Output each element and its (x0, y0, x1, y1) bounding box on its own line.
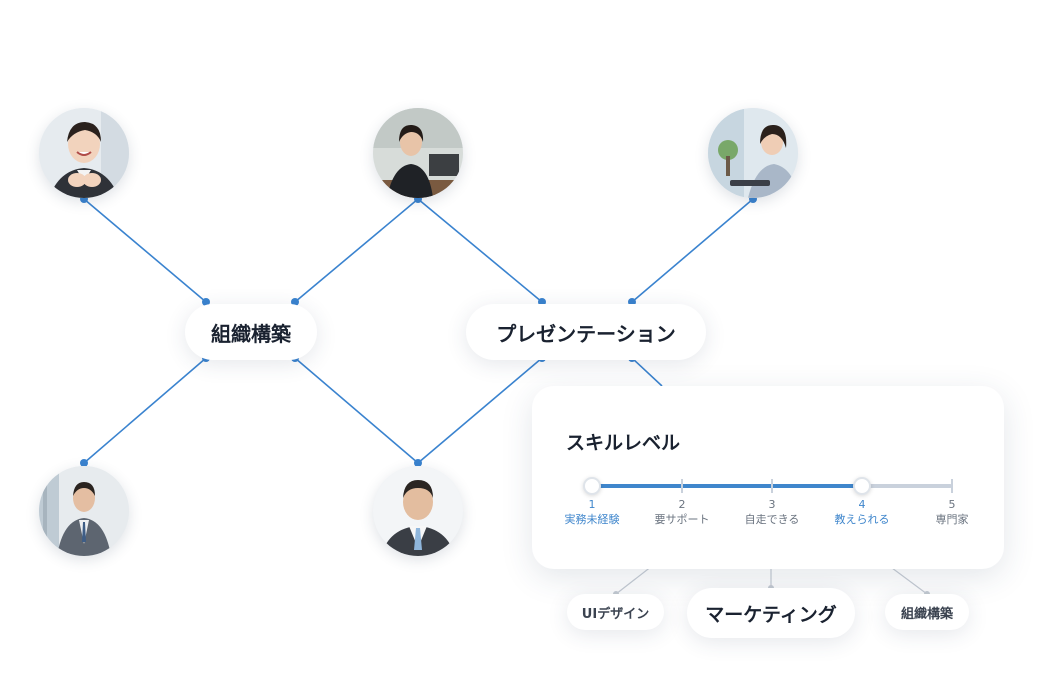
avatar-person-3 (708, 108, 798, 198)
card-title: スキルレベル (566, 432, 681, 454)
link-line (83, 357, 207, 464)
avatar-person-4 (39, 466, 129, 556)
level-name: 専門家 (935, 513, 969, 526)
level-name: 自走できる (744, 513, 800, 526)
connector-dot (414, 459, 422, 467)
skill-node-organization[interactable]: 組織構築 (185, 304, 317, 360)
skill-level-card: スキルレベル 1 実務未経験 2 要サポート 3 自走できる 4 教えられる (532, 386, 1004, 569)
related-skill-marketing[interactable]: マーケティング (687, 588, 855, 638)
slider-fill (592, 484, 862, 488)
level-name: 実務未経験 (564, 513, 620, 526)
avatar-person-2 (373, 108, 463, 198)
link-line (294, 198, 419, 303)
link-line (417, 357, 543, 464)
slider-handle-min[interactable] (583, 477, 601, 495)
link-line (417, 198, 543, 303)
link-line (294, 357, 419, 464)
skill-level-slider[interactable] (583, 477, 953, 495)
avatar-person-5 (373, 466, 463, 556)
slider-tick (951, 479, 953, 493)
connector-dot (80, 459, 88, 467)
level-label-2: 2 要サポート (637, 497, 727, 527)
link-line (631, 357, 663, 387)
level-number: 1 (588, 498, 596, 511)
level-name: 教えられる (834, 513, 890, 526)
level-label-1: 1 実務未経験 (547, 497, 637, 527)
related-skill-ui-design[interactable]: UIデザイン (567, 594, 664, 630)
level-number: 2 (678, 498, 686, 511)
slider-tick (771, 479, 773, 493)
level-number: 4 (858, 498, 866, 511)
level-number: 5 (948, 498, 956, 511)
slider-tick (681, 479, 683, 493)
related-skill-organization[interactable]: 組織構築 (885, 594, 969, 630)
link-line (83, 198, 207, 303)
level-label-3: 3 自走できる (727, 497, 817, 527)
slider-handle-max[interactable] (853, 477, 871, 495)
link-line (631, 198, 754, 303)
level-label-4: 4 教えられる (817, 497, 907, 527)
avatar-person-1 (39, 108, 129, 198)
level-label-5: 5 専門家 (907, 497, 997, 527)
skill-node-presentation[interactable]: プレゼンテーション (466, 304, 706, 360)
level-number: 3 (768, 498, 776, 511)
level-name: 要サポート (654, 513, 710, 526)
